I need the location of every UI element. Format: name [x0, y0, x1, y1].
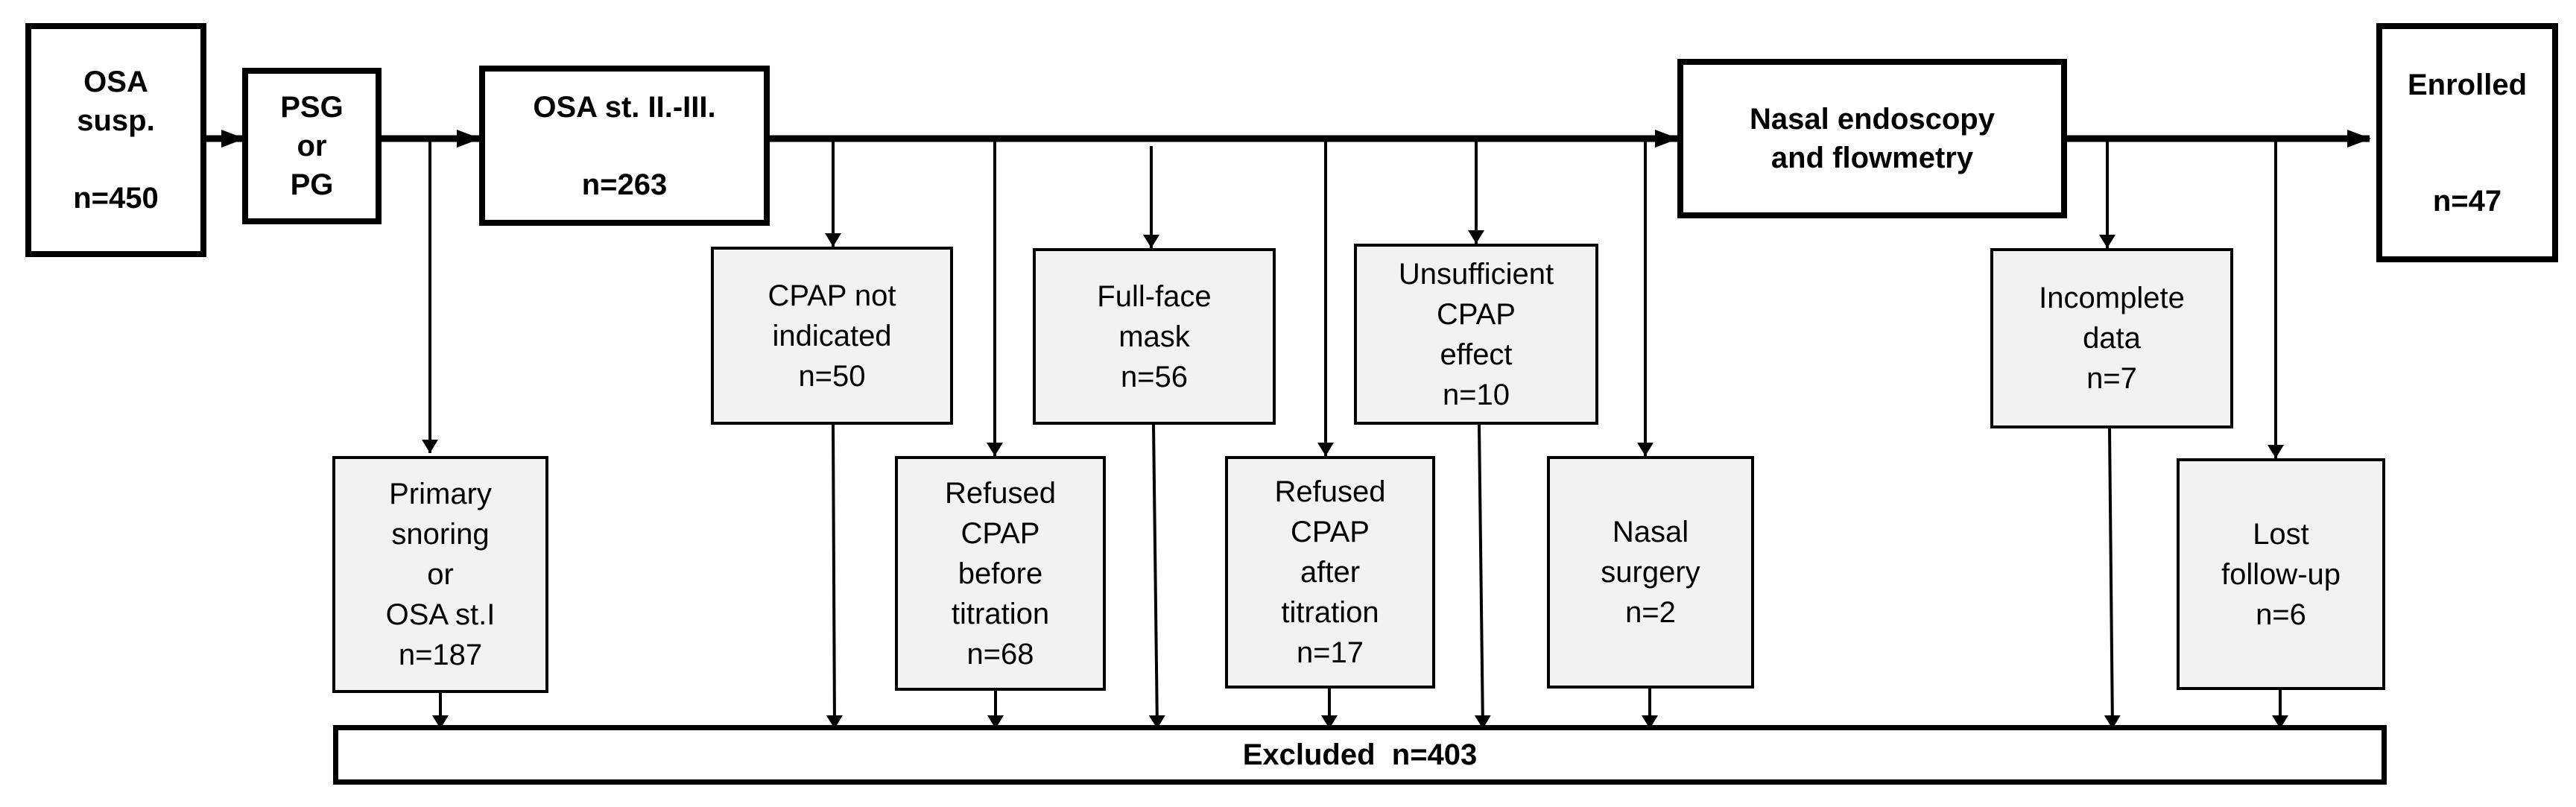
to-excluded-arrow — [826, 424, 843, 730]
exclusion-box-lost-follow-up: Lost follow-up n=6 — [2177, 458, 2385, 690]
exclusion-box-unsufficient-effect: Unsufficient CPAP effect n=10 — [1354, 244, 1598, 425]
to-excluded-arrow — [1474, 424, 1491, 730]
exclusion-box-incomplete-data: Incomplete data n=7 — [1990, 248, 2233, 428]
osa-suspected-box: OSA susp. n=450 — [25, 23, 206, 257]
count: n=263 — [581, 168, 668, 201]
exclusion-box-nasal-surgery: Nasal surgery n=2 — [1547, 456, 1754, 689]
osa-stage-2-3-box: OSA st. II.-III. n=263 — [479, 66, 770, 226]
excluded-label: Excluded — [1242, 738, 1376, 771]
enrolled-box: Enrolled n=47 — [2376, 23, 2558, 262]
exclusion-box-full-face-mask: Full-face mask n=56 — [1033, 248, 1276, 425]
to-excluded-arrow — [1148, 424, 1165, 730]
nasal-endoscopy-box: Nasal endoscopy and flowmetry — [1677, 59, 2067, 218]
exclusion-box-refused-before-titration: Refused CPAP before titration n=68 — [895, 456, 1106, 691]
excluded-count: n=403 — [1391, 738, 1478, 771]
excluded-total-bar: Excluded n=403 — [333, 725, 2387, 785]
exclusion-box-primary-snoring: Primary snoring or OSA st.I n=187 — [332, 456, 548, 693]
psg-pg-box: PSG or PG — [242, 68, 382, 224]
exclusion-box-cpap-not-indicated: CPAP not indicated n=50 — [711, 247, 953, 425]
count: n=450 — [73, 182, 159, 215]
to-excluded-arrow — [2104, 428, 2121, 730]
count: n=47 — [2432, 184, 2502, 218]
exclusion-box-refused-after-titration: Refused CPAP after titration n=17 — [1225, 456, 1435, 689]
